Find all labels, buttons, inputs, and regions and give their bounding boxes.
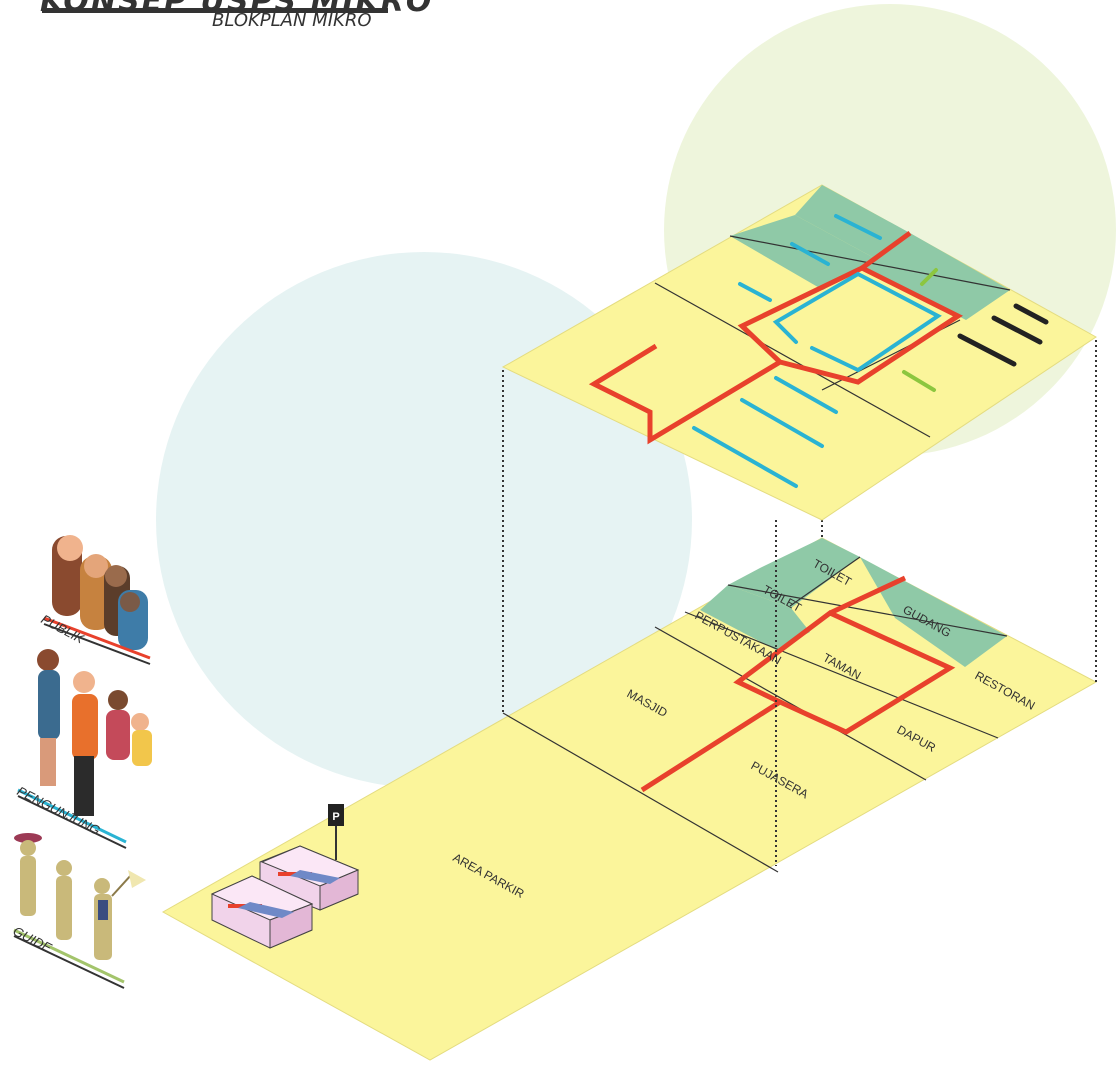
pengunjung-person-4 xyxy=(132,730,152,766)
ground-floor-dividers xyxy=(502,556,1008,873)
parking-sign: P xyxy=(328,804,344,860)
ground-floor-base xyxy=(161,537,1098,1061)
user-group-publik: PUBLIK xyxy=(39,535,151,665)
upper-service-zone-c xyxy=(730,215,876,290)
car-back xyxy=(259,845,360,911)
pengunjung-person-1 xyxy=(38,670,60,740)
parking-sign-board xyxy=(328,804,344,826)
upper-floor-dark-marks xyxy=(957,303,1049,367)
upper-floor-plate xyxy=(501,184,1097,521)
upper-floor-green-marks xyxy=(902,268,938,392)
toilet-zone-2 xyxy=(700,585,810,650)
upper-floor-red-path xyxy=(588,230,963,445)
header: KONSEP USPS MIKRO BLOKPLAN MIKRO xyxy=(40,0,431,44)
guide-person-2 xyxy=(56,876,72,940)
pengunjung-person-2 xyxy=(72,694,98,760)
guide-person-1 xyxy=(20,856,36,916)
page-subtitle: BLOKPLAN MIKRO xyxy=(212,10,372,31)
title-underline xyxy=(42,8,388,13)
upper-service-zone-a xyxy=(795,185,910,259)
ground-floor-plate: TOILET TOILET GUDANG PERPUSTAKAAN TAMAN … xyxy=(161,537,1098,1061)
pengunjung-person-3 xyxy=(106,710,130,760)
user-group-guide: GUIDE xyxy=(11,833,146,989)
user-label-guide: GUIDE xyxy=(11,923,55,955)
user-group-pengunjung: PENGUNJUNG xyxy=(15,649,152,849)
ground-floor-red-path xyxy=(640,575,956,793)
upper-floor-blue-lines xyxy=(692,214,942,488)
car-front xyxy=(210,875,314,949)
parking-sign-letter: P xyxy=(332,811,339,823)
